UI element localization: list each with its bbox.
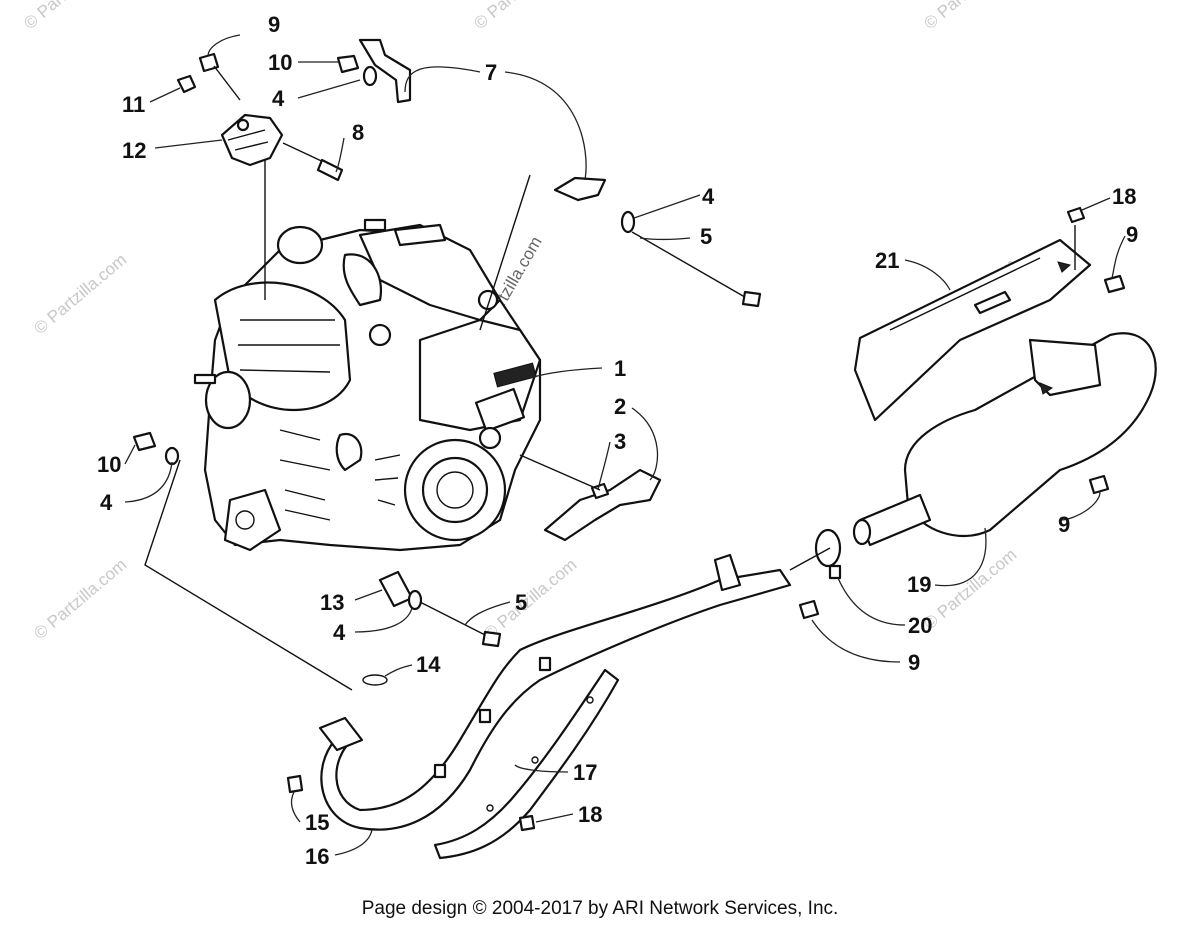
- callout-2: 2: [614, 394, 626, 419]
- pipe-heat-shield: [433, 668, 620, 860]
- callout-18: 18: [1112, 184, 1136, 209]
- watermark: © Partzilla.com: [480, 555, 580, 643]
- watermark: © Partzilla.com: [30, 555, 130, 643]
- callout-18: 18: [578, 802, 602, 827]
- callout-4: 4: [333, 620, 346, 645]
- watermark: © Partzilla.com: [20, 0, 120, 33]
- callout-9: 9: [1058, 512, 1070, 537]
- callout-11: 11: [122, 92, 145, 117]
- mounting-bracket: [176, 74, 344, 182]
- engine-assembly: [193, 218, 542, 552]
- callout-13: 13: [320, 590, 344, 615]
- callout-4: 4: [272, 86, 285, 111]
- callout-3: 3: [614, 429, 626, 454]
- watermark: © Partzilla.com: [920, 545, 1020, 633]
- muffler: [852, 332, 1157, 547]
- pipe-bolt: [798, 599, 820, 620]
- exhaust-clamp: [814, 528, 842, 580]
- callout-15: 15: [305, 810, 329, 835]
- callout-10: 10: [268, 50, 292, 75]
- callout-4: 4: [702, 184, 715, 209]
- watermark: © Partzilla.com: [30, 250, 130, 338]
- callout-10: 10: [97, 452, 121, 477]
- callout-19: 19: [907, 572, 931, 597]
- engine-mount-plate: [543, 468, 662, 542]
- callout-17: 17: [573, 760, 597, 785]
- callout-4: 4: [100, 490, 113, 515]
- upper-hardware: [198, 38, 762, 308]
- callout-1: 1: [614, 356, 626, 381]
- callout-7: 7: [485, 60, 497, 85]
- heat-shield: [853, 206, 1126, 422]
- callout-5: 5: [700, 224, 712, 249]
- callout-9: 9: [268, 12, 280, 37]
- left-hardware: [132, 431, 180, 466]
- alignment-lines: [144, 160, 1076, 691]
- callout-labels: 9 10 4 7 11 12 8 4 5 18 9 21 1 2 3 10 4 …: [97, 12, 1138, 869]
- copyright-footer: Page design © 2004-2017 by ARI Network S…: [361, 898, 839, 919]
- callout-9: 9: [908, 650, 920, 675]
- callout-16: 16: [305, 844, 329, 869]
- exhaust-pipe: [286, 553, 792, 831]
- callout-14: 14: [416, 652, 441, 677]
- callout-12: 12: [122, 138, 146, 163]
- callout-21: 21: [875, 248, 899, 273]
- callout-8: 8: [352, 120, 364, 145]
- callout-9: 9: [1126, 222, 1138, 247]
- lower-hardware: [378, 570, 502, 648]
- watermark: © Partzilla.com: [920, 0, 1020, 33]
- callout-5: 5: [515, 590, 527, 615]
- watermark: © Partzilla.com: [470, 0, 570, 33]
- watermarks: © Partzilla.com © Partzilla.com © Partzi…: [20, 0, 1020, 643]
- callout-20: 20: [908, 613, 932, 638]
- leader-lines: [124, 34, 1126, 856]
